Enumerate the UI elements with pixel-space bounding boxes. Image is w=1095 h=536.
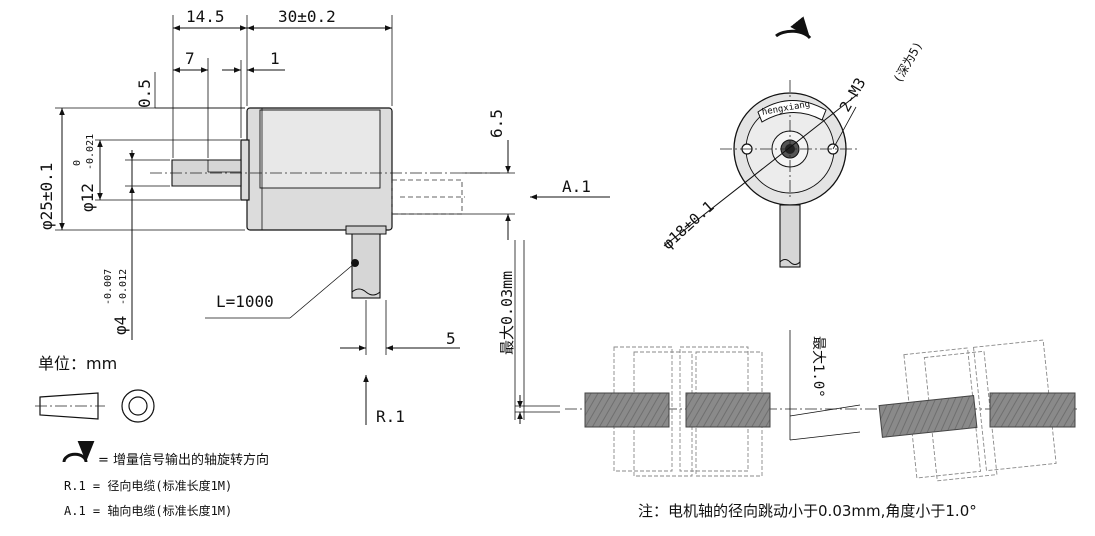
thread-depth: (深为5) [890,39,925,86]
dim-phi25: φ25±0.1 [37,163,56,230]
front-cable [779,204,801,268]
unit-label: 单位：mm [38,354,117,373]
tilted-shaft-right [989,392,1076,428]
dim-6-5: 6.5 [487,109,506,138]
front-view: hengxiang φ18±0.1 2-M3 (深为5) [659,16,925,268]
runout-illustration: 最大0.03mm 最大1.0° [498,240,1080,482]
axial-label: A.1 [562,177,591,196]
body-label-area [259,109,381,189]
dim-7: 7 [185,49,195,68]
rotation-symbol-icon [62,440,95,463]
dim-phi12-lower: -0.021 [85,134,96,170]
note: 注：电机轴的径向跳动小于0.03mm,角度小于1.0° [638,502,977,520]
rotation-arrow-icon [775,16,812,40]
side-view: 14.5 30±0.2 7 1 0.5 φ25±0.1 φ12 0 -0.021… [37,7,610,426]
dim-phi12-upper: 0 [72,160,83,166]
thread-spec: 2-M3 [836,75,870,115]
phi18-dim-line [663,93,859,247]
radial-label: R.1 [376,407,405,426]
dim-1: 1 [270,49,280,68]
dim-30: 30±0.2 [278,7,336,26]
radial-cable [351,229,381,299]
dim-14-5: 14.5 [186,7,225,26]
dim-phi4-upper: -0.007 [103,269,114,305]
dim-phi18: φ18±0.1 [659,197,718,253]
shaft-right [685,392,771,428]
cable-length: L=1000 [216,292,274,311]
taper-symbol-icon [39,392,99,420]
dim-0-5: 0.5 [135,79,154,108]
runout-max-angle: 最大1.0° [810,336,826,398]
runout-max-003: 最大0.03mm [498,271,516,355]
dim-phi12: φ12 [78,183,97,212]
dim-phi4-lower: -0.012 [118,269,129,305]
legend-a1: A.1 = 轴向电缆(标准长度1M) [64,503,232,518]
legend-r1: R.1 = 径向电缆(标准长度1M) [64,478,232,493]
tilted-shaft-left [878,395,978,438]
shaft-left [584,392,670,428]
front-flange [240,139,250,201]
dim-5: 5 [446,329,456,348]
projection-symbol-icon [121,389,155,423]
rotation-desc: = 增量信号输出的轴旋转方向 [98,452,269,468]
dim-phi4: φ4 [111,316,130,335]
legend: 单位：mm = 增量信号输出的轴旋转方向 R.1 = 径向电缆(标准长度1M) … [35,354,269,518]
